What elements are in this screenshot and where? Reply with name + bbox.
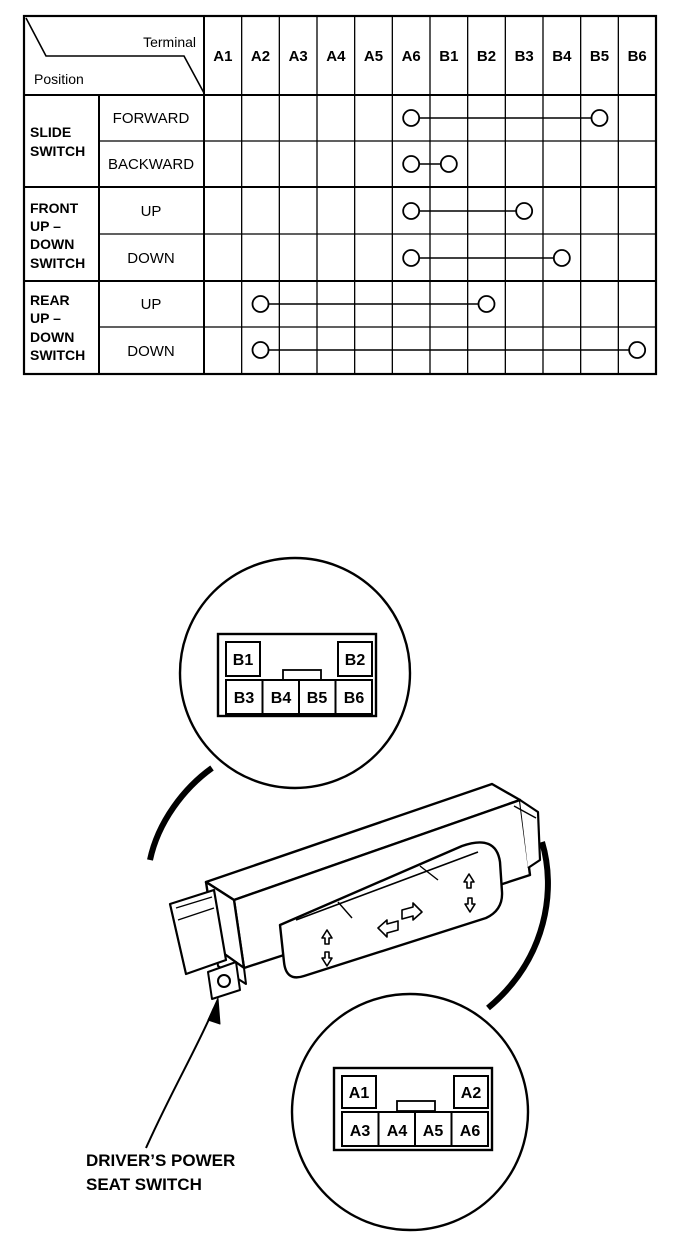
row-label-front-up: UP <box>141 203 162 220</box>
continuity-circle-b6 <box>628 341 647 359</box>
header-position-label: Position <box>34 71 84 87</box>
group-label-slide-2: SWITCH <box>30 143 85 159</box>
group-label-rear-2: UP – <box>30 310 61 326</box>
continuity-circle-b3 <box>515 202 534 220</box>
pin-label-b5: B5 <box>307 690 328 707</box>
pin-label-b4: B4 <box>271 690 292 707</box>
terminal-label-b5: B5 <box>590 48 609 65</box>
terminal-label-a1: A1 <box>213 48 232 65</box>
continuity-circle-b2 <box>477 295 496 313</box>
pin-label-a2: A2 <box>461 1085 482 1102</box>
callout-line-1: DRIVER’S POWER <box>86 1151 235 1170</box>
group-label-rear-4: SWITCH <box>30 347 85 363</box>
group-label-rear-3: DOWN <box>30 329 74 345</box>
pin-label-b6: B6 <box>344 690 365 707</box>
row-label-front-down: DOWN <box>127 250 175 267</box>
pin-label-a5: A5 <box>423 1123 444 1140</box>
group-label-front-4: SWITCH <box>30 255 85 271</box>
row-label-rear-down: DOWN <box>127 343 175 360</box>
terminal-label-b4: B4 <box>552 48 572 65</box>
terminal-label-a3: A3 <box>289 48 308 65</box>
terminal-label-b1: B1 <box>439 48 458 65</box>
terminal-label-b3: B3 <box>515 48 534 65</box>
pin-label-a1: A1 <box>349 1085 370 1102</box>
terminal-label-a6: A6 <box>402 48 421 65</box>
row-label-backward: BACKWARD <box>108 156 194 173</box>
group-label-front-3: DOWN <box>30 236 74 252</box>
terminal-label-b2: B2 <box>477 48 496 65</box>
terminal-label-a5: A5 <box>364 48 383 65</box>
pin-label-a3: A3 <box>350 1123 371 1140</box>
group-label-front-2: UP – <box>30 218 61 234</box>
switch-illustration <box>145 765 551 1149</box>
continuity-table <box>22 14 658 376</box>
header-terminal-label: Terminal <box>143 34 196 50</box>
continuity-marks <box>251 109 647 359</box>
continuity-circle-a6 <box>402 202 421 220</box>
continuity-circle-a6 <box>402 109 421 127</box>
group-label-slide-1: SLIDE <box>30 124 71 140</box>
terminal-label-b6: B6 <box>628 48 647 65</box>
connector-b-view <box>178 556 412 790</box>
continuity-circle-a2 <box>251 295 270 313</box>
group-label-front-1: FRONT <box>30 200 79 216</box>
continuity-circle-b5 <box>590 109 609 127</box>
callout-line-2: SEAT SWITCH <box>86 1175 202 1194</box>
continuity-circle-a6 <box>402 155 421 173</box>
row-label-rear-up: UP <box>141 296 162 313</box>
pin-label-b2: B2 <box>345 652 366 669</box>
group-label-rear-1: REAR <box>30 292 70 308</box>
pin-label-a6: A6 <box>460 1123 481 1140</box>
pin-label-b1: B1 <box>233 652 254 669</box>
terminal-label-a4: A4 <box>326 48 346 65</box>
continuity-circle-a6 <box>402 249 421 267</box>
terminal-label-a2: A2 <box>251 48 270 65</box>
continuity-circle-a2 <box>251 341 270 359</box>
pin-label-b3: B3 <box>234 690 255 707</box>
connector-a-view <box>290 992 530 1232</box>
pin-label-a4: A4 <box>387 1123 408 1140</box>
row-label-forward: FORWARD <box>113 110 190 127</box>
continuity-circle-b1 <box>439 155 458 173</box>
terminal-labels: A1 A2 A3 A4 A5 A6 B1 B2 B3 B4 B5 B6 <box>213 48 647 65</box>
continuity-circle-b4 <box>552 249 571 267</box>
